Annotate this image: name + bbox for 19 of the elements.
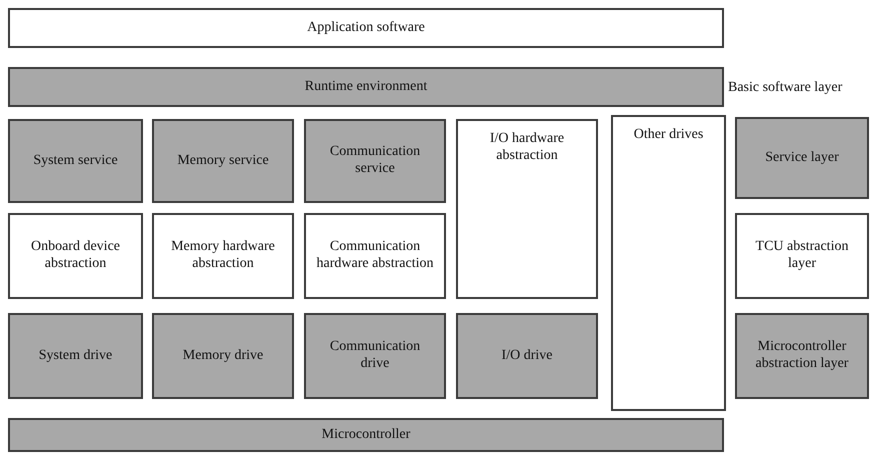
layer-box: Communication drive (304, 313, 446, 399)
layer-box: Communication hardware abstraction (304, 213, 446, 299)
layer-box: Microcontroller (8, 418, 724, 452)
layer-box: System drive (8, 313, 143, 399)
layer-box: I/O drive (456, 313, 598, 399)
layer-caption: Basic software layer (728, 80, 842, 96)
layer-box: Other drives (611, 115, 726, 411)
layer-box: Runtime environment (8, 67, 724, 107)
layer-box: Memory service (152, 119, 294, 203)
layer-box: Microcontroller abstraction layer (735, 313, 869, 399)
layer-box: Memory hardware abstraction (152, 213, 294, 299)
layer-box: Service layer (735, 117, 869, 199)
layer-box: Onboard device abstraction (8, 213, 143, 299)
layer-box: TCU abstraction layer (735, 213, 869, 299)
layer-box: Application software (8, 8, 724, 48)
layer-box: System service (8, 119, 143, 203)
layer-box: I/O hardware abstraction (456, 119, 598, 299)
layer-box: Memory drive (152, 313, 294, 399)
layer-box: Communication service (304, 119, 446, 203)
